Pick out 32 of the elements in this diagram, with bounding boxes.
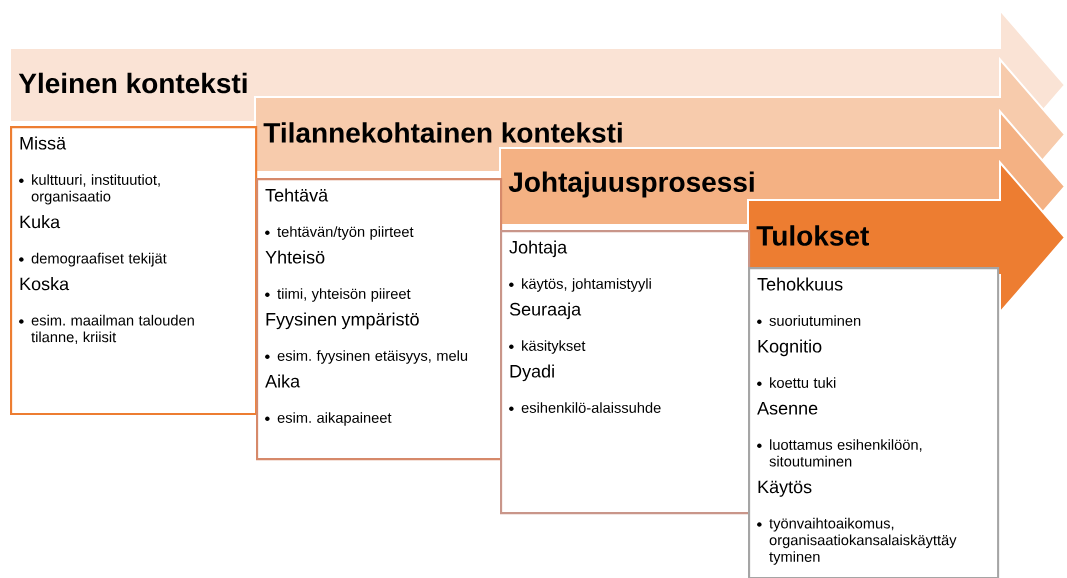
content-box: [748, 267, 1000, 578]
content-box: [500, 230, 751, 515]
item-heading: Dyadi: [510, 364, 554, 382]
bullet-item: käsitykset: [509, 340, 586, 354]
bullet-item: esim. maailman talouden tilanne, kriisit: [19, 314, 194, 344]
item-heading: Fyysinen ympäristö: [266, 312, 419, 330]
bullet-item: luottamus esihenkilöön, sitoutuminen: [757, 439, 922, 467]
bullet-item: suoriutuminen: [757, 315, 861, 326]
item-heading: Tehtävä: [265, 188, 329, 202]
item-heading: Missä: [20, 136, 67, 150]
item-heading: Asenne: [757, 402, 818, 415]
bullet-item: kulttuuri, instituutiot, organisaatio: [19, 174, 160, 205]
content-box: [10, 126, 258, 416]
item-heading: Kuka: [20, 215, 61, 229]
item-heading: Kognitio: [758, 339, 822, 357]
item-heading: Käytös: [758, 480, 812, 497]
bullet-item: tiimi, yhteisön piireet: [265, 288, 411, 302]
content-box: [256, 178, 503, 461]
item-heading: Koska: [20, 277, 70, 291]
bullet-item: demograafiset tekijät: [19, 252, 167, 267]
item-heading: Aika: [265, 374, 301, 388]
bullet-item: esim. fyysinen etäisyys, melu: [265, 350, 468, 364]
item-heading: Seuraaja: [509, 302, 582, 320]
bullet-item: työnvaihtoaikomus, organisaatiokansalaiskäyttäy tyminen: [757, 517, 957, 565]
bullet-item: koettu tuki: [757, 377, 836, 388]
item-heading: Tehokkuus: [757, 277, 843, 291]
bullet-item: käytös, johtamistyyli: [509, 278, 651, 292]
item-heading: Yhteisö: [265, 250, 325, 264]
bullet-item: esim. aikapaineet: [265, 412, 392, 426]
bullet-item: esihenkilö-alaissuhde: [509, 402, 661, 413]
item-heading: Johtaja: [509, 240, 568, 258]
bullet-item: tehtävän/työn piirteet: [265, 226, 414, 240]
